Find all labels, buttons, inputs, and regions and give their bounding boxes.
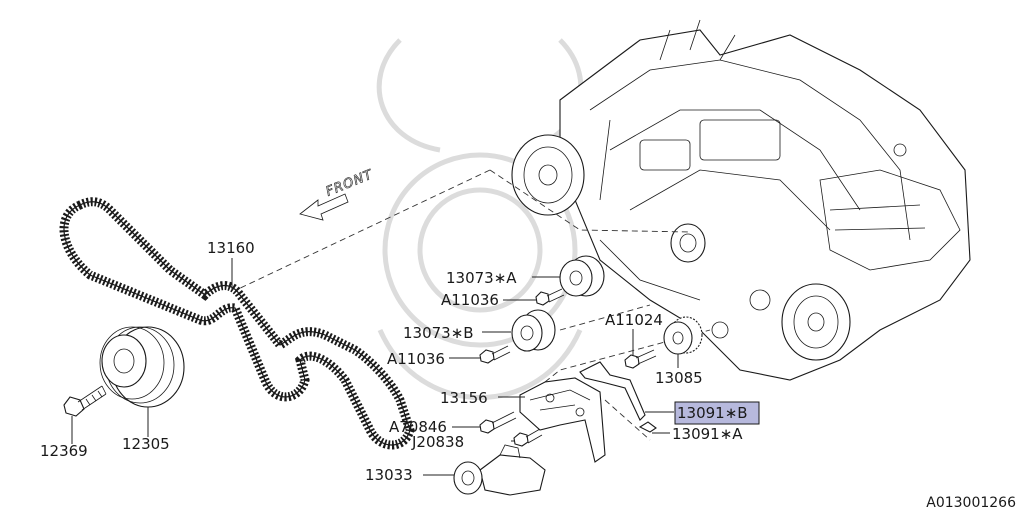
idler-pulley-13085: [663, 316, 703, 355]
label-12305[interactable]: 12305: [122, 435, 170, 453]
label-a11024[interactable]: A11024: [605, 311, 663, 329]
crank-bolt: [63, 385, 107, 417]
tensioner-bracket: [519, 377, 606, 463]
label-13091-a[interactable]: 13091∗A: [672, 425, 743, 443]
cam-sprocket-right: [781, 283, 851, 361]
figure-id: A013001266: [926, 495, 1016, 511]
label-13073-b[interactable]: 13073∗B: [403, 324, 474, 342]
label-13085[interactable]: 13085: [655, 369, 703, 387]
belt-tensioner: [453, 444, 546, 496]
cam-sprocket-left: [511, 134, 585, 216]
belt-cover-a: [638, 421, 657, 433]
label-13160[interactable]: 13160: [207, 239, 255, 257]
bolt-a11036-upper: [535, 288, 565, 306]
label-13156[interactable]: 13156: [440, 389, 488, 407]
crankshaft-pulley: [99, 326, 185, 408]
label-j20838[interactable]: J20838: [411, 433, 464, 451]
bolt-a11024: [624, 349, 657, 369]
front-label: FRONT: [324, 167, 375, 199]
label-13091-b[interactable]: 13091∗B: [677, 404, 748, 422]
bolt-j20838: [513, 428, 543, 447]
label-13073-a[interactable]: 13073∗A: [446, 269, 517, 287]
idler-pulley-b: [511, 309, 556, 352]
front-arrow: FRONT: [299, 167, 376, 221]
leader-lines: [71, 258, 679, 476]
water-pump-sprocket: [670, 223, 706, 263]
bolt-a70846: [479, 411, 517, 434]
timing-belt: [59, 197, 415, 450]
bolt-a11036-lower: [479, 345, 511, 364]
label-a11036-upper[interactable]: A11036: [441, 291, 499, 309]
label-a70846[interactable]: A70846: [389, 418, 447, 436]
idler-pulley-a: [559, 255, 605, 297]
part-labels: 13160 13073∗A A11036 13073∗B A11036 A110…: [40, 239, 748, 484]
label-12369[interactable]: 12369: [40, 442, 88, 460]
belt-cover-b: [579, 361, 646, 421]
label-13033[interactable]: 13033: [365, 466, 413, 484]
highlighted-part-box: [674, 401, 760, 425]
label-a11036-lower[interactable]: A11036: [387, 350, 445, 368]
belt-routing-lines: [214, 169, 711, 441]
engine-block: [559, 19, 971, 381]
